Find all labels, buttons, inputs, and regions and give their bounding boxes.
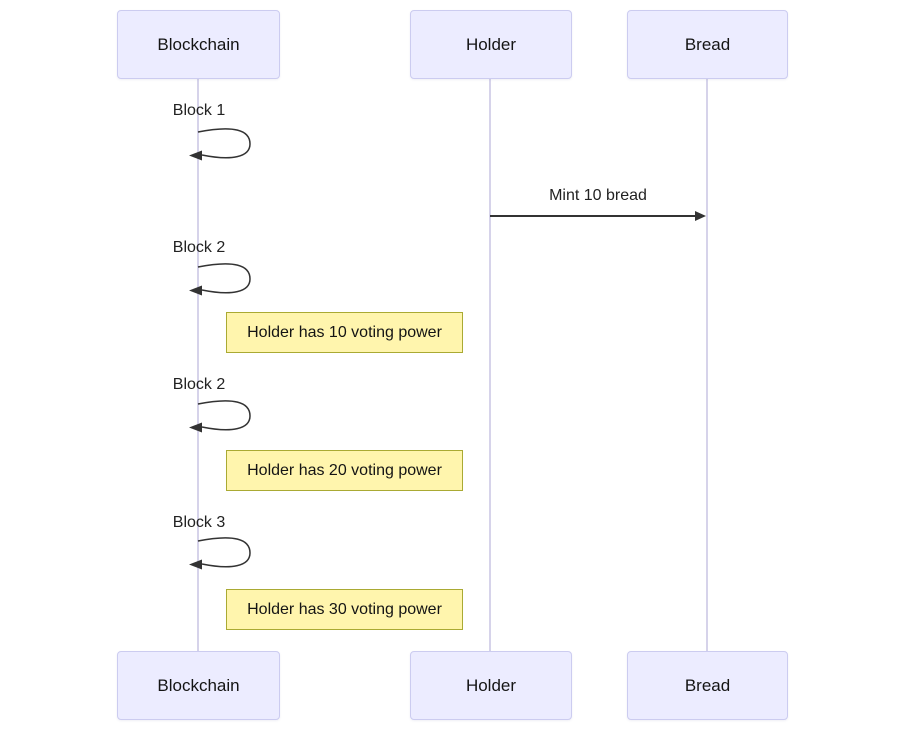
lifeline-holder (489, 79, 491, 651)
message-line-mint (490, 215, 696, 217)
lifeline-blockchain (197, 79, 199, 651)
lifeline-bread (706, 79, 708, 651)
self-loop-arrow-icon (189, 537, 251, 570)
message-label-mint: Mint 10 bread (549, 187, 647, 204)
actor-box-bread-top: Bread (627, 10, 788, 79)
actor-label-bread: Bread (684, 675, 731, 695)
actor-label-blockchain: Blockchain (157, 34, 240, 54)
actor-box-blockchain-bottom: Blockchain (117, 651, 280, 720)
self-message-label-block-2b: Block 2 (172, 376, 226, 393)
actor-box-holder-top: Holder (410, 10, 572, 79)
note-voting-power-10: Holder has 10 voting power (226, 312, 463, 353)
actor-label-holder: Holder (465, 675, 517, 695)
actor-box-holder-bottom: Holder (410, 651, 572, 720)
actor-label-bread: Bread (684, 34, 731, 54)
arrowhead-icon (695, 211, 706, 221)
actor-label-blockchain: Blockchain (157, 675, 240, 695)
note-voting-power-20: Holder has 20 voting power (226, 450, 463, 491)
self-loop-arrow-icon (189, 128, 251, 161)
actor-label-holder: Holder (465, 34, 517, 54)
self-loop-arrow-icon (189, 263, 251, 296)
self-message-label-block-2a: Block 2 (172, 239, 226, 256)
self-loop-arrow-icon (189, 400, 251, 433)
actor-box-bread-bottom: Bread (627, 651, 788, 720)
self-message-label-block-3: Block 3 (172, 514, 226, 531)
note-voting-power-30: Holder has 30 voting power (226, 589, 463, 630)
actor-box-blockchain-top: Blockchain (117, 10, 280, 79)
self-message-label-block-1: Block 1 (172, 102, 226, 119)
